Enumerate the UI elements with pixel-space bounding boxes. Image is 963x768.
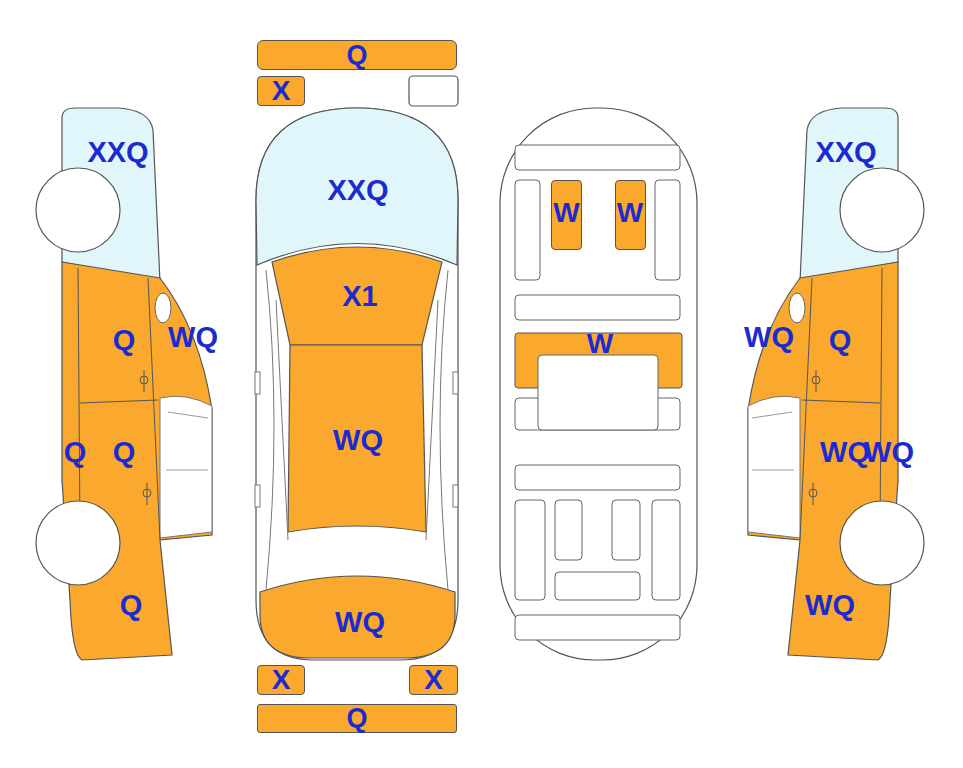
- damage-panel: X: [257, 665, 305, 695]
- damage-code: X: [272, 666, 291, 694]
- damage-code: Q: [64, 438, 87, 467]
- damage-code: WQ: [333, 426, 383, 455]
- damage-code: Q: [113, 326, 136, 355]
- damage-code: X1: [342, 282, 377, 311]
- damage-panel: X: [409, 665, 458, 695]
- damage-code: WQ: [335, 608, 385, 637]
- damage-panel: X: [257, 76, 305, 106]
- underbody-view: [500, 108, 697, 660]
- damage-panel: Q: [257, 40, 457, 70]
- top-view: [255, 76, 458, 660]
- damage-code: W: [617, 199, 643, 227]
- damage-code: W: [587, 330, 613, 358]
- damage-code: WQ: [864, 438, 914, 467]
- damage-panel: W: [551, 180, 582, 250]
- damage-code: Q: [346, 42, 367, 69]
- damage-code: WQ: [168, 323, 218, 352]
- damage-panel: W: [615, 180, 646, 250]
- damage-code: WQ: [805, 591, 855, 620]
- damage-code: X: [272, 77, 291, 105]
- damage-code: Q: [829, 326, 852, 355]
- damage-code: XXQ: [87, 138, 148, 167]
- damage-code: XXQ: [815, 138, 876, 167]
- damage-code: WQ: [744, 323, 794, 352]
- damage-code: X: [424, 666, 443, 694]
- damage-panel: Q: [257, 704, 457, 733]
- damage-code: Q: [346, 705, 367, 732]
- damage-code: Q: [113, 438, 136, 467]
- damage-panel: W: [540, 333, 660, 355]
- damage-code: W: [553, 199, 579, 227]
- damage-code: WQ: [820, 438, 870, 467]
- damage-code: Q: [120, 591, 143, 620]
- right-side-view: [748, 108, 924, 660]
- damage-code: XXQ: [327, 176, 388, 205]
- left-side-view: [36, 108, 212, 660]
